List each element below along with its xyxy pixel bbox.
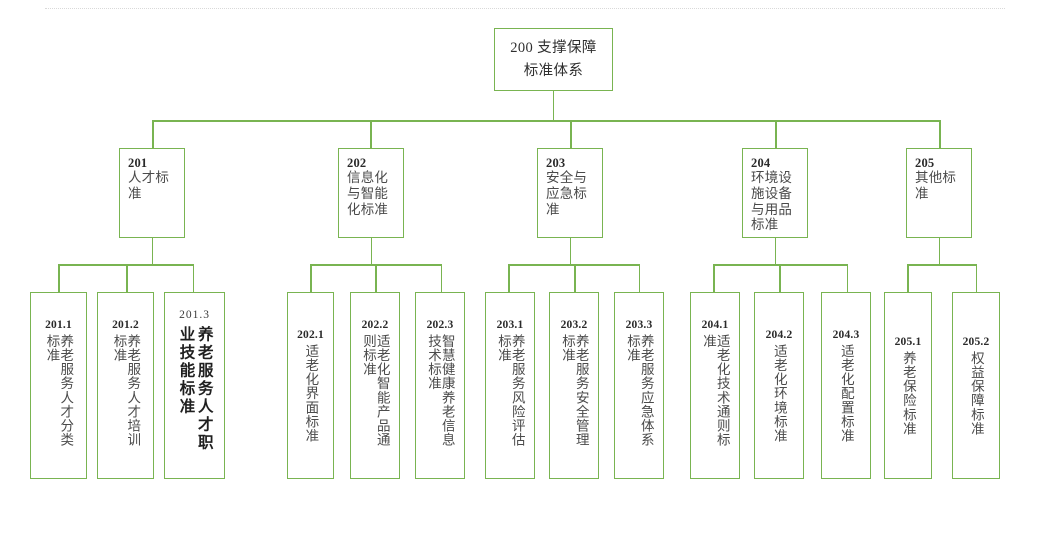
node-leaf-203-3: 203.3 养老服务应急体系标准 <box>614 292 664 479</box>
connector-201-1-drop <box>58 264 60 292</box>
connector-204-2-drop <box>779 264 781 292</box>
leaf-203-1-label: 养老服务风险评估标准 <box>496 333 525 447</box>
connector-203-2-drop <box>574 264 576 292</box>
root-line-2: 标准体系 <box>523 62 584 79</box>
connector-205-1-drop <box>907 264 909 292</box>
connector-202-stem <box>370 238 373 264</box>
leaf-202-2-code: 202.2 <box>361 319 389 332</box>
branch-202-label: 信息化与智能化标准 <box>347 170 389 217</box>
leaf-202-2-label: 适老化智能产品通则标准 <box>361 333 390 447</box>
node-leaf-202-3: 202.3 智慧健康养老信息技术标准 <box>415 292 465 479</box>
leaf-205-2-label: 权益保障标准 <box>968 350 984 436</box>
leaf-203-2-code: 203.2 <box>560 319 588 332</box>
connector-drop-204 <box>775 120 777 148</box>
leaf-202-3-label: 智慧健康养老信息技术标准 <box>426 333 455 447</box>
node-branch-201: 201 人才标准 <box>119 148 185 238</box>
root-line-1: 200 支撑保障 <box>510 40 597 57</box>
node-root-200: 200 支撑保障 标准体系 <box>494 28 613 91</box>
connector-203-3-drop <box>638 264 641 292</box>
node-leaf-202-2: 202.2 适老化智能产品通则标准 <box>350 292 400 479</box>
connector-204-3-drop <box>846 264 849 292</box>
node-leaf-203-2: 203.2 养老服务安全管理标准 <box>549 292 599 479</box>
connector-203-stem <box>569 238 572 264</box>
leaf-204-3-code: 204.3 <box>832 328 860 341</box>
leaf-204-2-label: 适老化环境标准 <box>771 343 787 443</box>
node-leaf-205-2: 205.2 权益保障标准 <box>952 292 1000 479</box>
node-leaf-201-2: 201.2 养老服务人才培训标准 <box>97 292 154 479</box>
node-leaf-204-2: 204.2 适老化环境标准 <box>754 292 804 479</box>
connector-204-1-drop <box>713 264 715 292</box>
branch-201-code: 201 <box>128 156 148 170</box>
leaf-204-1-code: 204.1 <box>701 319 729 332</box>
connector-202-1-drop <box>310 264 312 292</box>
branch-202-code: 202 <box>347 156 367 170</box>
branch-203-label: 安全与应急标准 <box>546 170 588 217</box>
connector-drop-201 <box>152 120 154 148</box>
leaf-204-1-label: 适老化技术通则标准 <box>701 333 730 447</box>
connector-205-2-drop <box>975 264 978 292</box>
connector-202-3-drop <box>440 264 443 292</box>
node-leaf-201-1: 201.1 养老服务人才分类标准 <box>30 292 87 479</box>
connector-drop-203 <box>570 120 572 148</box>
leaf-202-1-label: 适老化界面标准 <box>303 343 319 443</box>
connector-203-1-drop <box>508 264 510 292</box>
leaf-201-1-code: 201.1 <box>45 319 72 332</box>
leaf-204-3-label: 适老化配置标准 <box>838 343 854 443</box>
connector-205-bus <box>907 264 977 266</box>
connector-201-3-drop <box>192 264 195 292</box>
branch-203-code: 203 <box>546 156 566 170</box>
node-branch-203: 203 安全与应急标准 <box>537 148 603 238</box>
node-leaf-201-3: 201.3 养老服务人才职业技能标准 <box>164 292 225 479</box>
node-leaf-204-1: 204.1 适老化技术通则标准 <box>690 292 740 479</box>
branch-205-code: 205 <box>915 156 935 170</box>
leaf-202-3-code: 202.3 <box>426 319 454 332</box>
connector-drop-202 <box>370 120 372 148</box>
branch-204-label: 环境设施设备与用品标准 <box>751 170 793 233</box>
leaf-201-3-label: 养老服务人才职业技能标准 <box>177 326 213 453</box>
leaf-203-3-label: 养老服务应急体系标准 <box>625 333 654 447</box>
node-leaf-205-1: 205.1 养老保险标准 <box>884 292 932 479</box>
top-dotted-rule <box>45 8 1005 10</box>
node-leaf-204-3: 204.3 适老化配置标准 <box>821 292 871 479</box>
connector-205-stem <box>938 238 941 264</box>
node-branch-204: 204 环境设施设备与用品标准 <box>742 148 808 238</box>
leaf-203-1-code: 203.1 <box>496 319 524 332</box>
leaf-201-3-code: 201.3 <box>179 308 210 321</box>
leaf-201-1-label: 养老服务人才分类标准 <box>44 333 74 447</box>
leaf-201-2-label: 养老服务人才培训标准 <box>111 333 141 447</box>
connector-root-stem <box>552 91 555 121</box>
connector-drop-205 <box>939 120 941 148</box>
node-leaf-202-1: 202.1 适老化界面标准 <box>287 292 334 479</box>
branch-201-label: 人才标准 <box>128 170 170 202</box>
leaf-204-2-code: 204.2 <box>765 328 793 341</box>
node-branch-205: 205 其他标准 <box>906 148 972 238</box>
node-branch-202: 202 信息化与智能化标准 <box>338 148 404 238</box>
leaf-203-3-code: 203.3 <box>625 319 653 332</box>
leaf-205-1-label: 养老保险标准 <box>900 350 916 436</box>
leaf-203-2-label: 养老服务安全管理标准 <box>560 333 589 447</box>
connector-202-2-drop <box>375 264 377 292</box>
connector-201-2-drop <box>126 264 128 292</box>
leaf-201-2-code: 201.2 <box>112 319 139 332</box>
connector-201-stem <box>151 238 154 264</box>
leaf-202-1-code: 202.1 <box>297 328 324 341</box>
leaf-205-1-code: 205.1 <box>894 335 922 348</box>
branch-204-code: 204 <box>751 156 771 170</box>
connector-level2-bus <box>152 120 941 122</box>
node-leaf-203-1: 203.1 养老服务风险评估标准 <box>485 292 535 479</box>
connector-204-stem <box>774 238 777 264</box>
branch-205-label: 其他标准 <box>915 170 957 202</box>
leaf-205-2-code: 205.2 <box>962 335 990 348</box>
